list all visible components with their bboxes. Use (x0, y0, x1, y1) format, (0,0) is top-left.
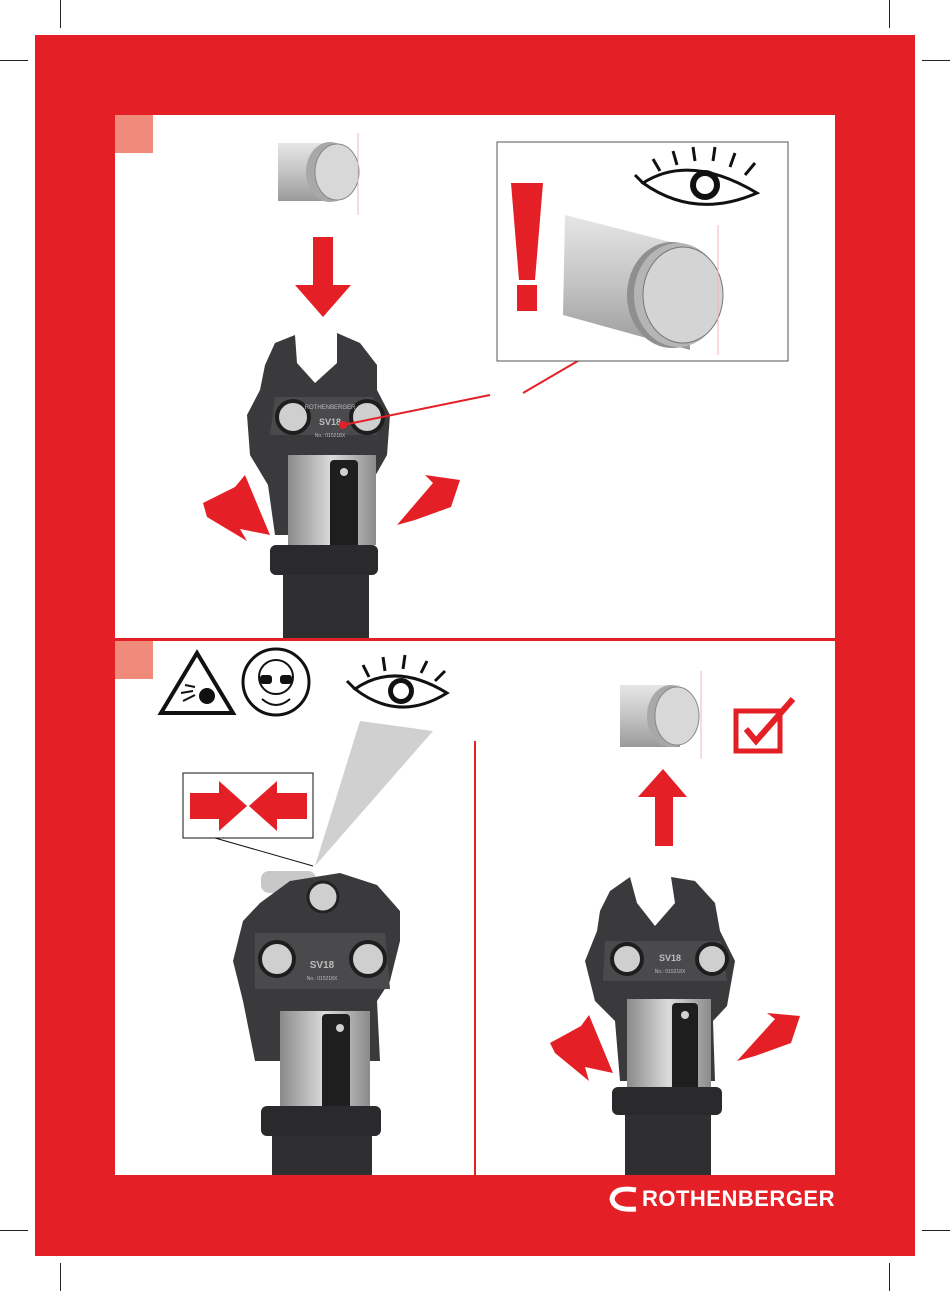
press-tool: ROTHENBERGER SV18 No.: 015218X (247, 333, 390, 638)
down-arrow-icon (295, 237, 351, 317)
crop-mark (60, 0, 61, 28)
finished-fitting (620, 671, 701, 759)
step-panel-2: SV18 No.: 015218X SV18 No.: 0152 (115, 641, 835, 1175)
checkbox-icon (736, 699, 793, 751)
brand-logo: ROTHENBERGER (608, 1186, 835, 1212)
right-arrow-icon (397, 475, 460, 525)
pipe-fitting (278, 133, 359, 215)
die-brand-label: ROTHENBERGER (305, 405, 356, 411)
brand-swoosh-icon (608, 1186, 642, 1212)
goggles-icon (243, 649, 309, 715)
die-size-label: SV18 (310, 960, 335, 971)
step-1-illustration: ROTHENBERGER SV18 No.: 015218X (115, 115, 835, 638)
press-tool-open: SV18 No.: 015218X (585, 877, 735, 1175)
die-size-label: SV18 (319, 417, 341, 427)
inspection-inset (497, 142, 788, 361)
warning-icon (161, 653, 233, 713)
eye-icon (347, 655, 447, 707)
step-marker (115, 115, 153, 153)
crop-mark (889, 1263, 890, 1291)
step-2-illustration: SV18 No.: 015218X SV18 No.: 0152 (115, 641, 835, 1175)
die-size-label: SV18 (659, 953, 681, 963)
die-number-label: No.: 015218X (315, 433, 346, 439)
die-number-label: No.: 015218X (307, 976, 338, 982)
left-arrow-icon (203, 475, 270, 541)
crop-mark (922, 60, 950, 61)
die-number-label: No.: 015218X (655, 969, 686, 975)
right-arrow-icon (737, 1013, 800, 1061)
crop-mark (60, 1263, 61, 1291)
step-panel-1: ROTHENBERGER SV18 No.: 015218X (115, 115, 835, 638)
brand-name: ROTHENBERGER (642, 1186, 835, 1212)
crop-mark (0, 60, 28, 61)
left-arrow-icon (550, 1015, 613, 1081)
press-tool-closed: SV18 No.: 015218X (233, 871, 400, 1175)
crop-mark (889, 0, 890, 28)
crop-mark (922, 1230, 950, 1231)
step-marker (115, 641, 153, 679)
crop-mark (0, 1230, 28, 1231)
crimp-check-inset (183, 773, 313, 866)
up-arrow-icon (638, 769, 687, 846)
